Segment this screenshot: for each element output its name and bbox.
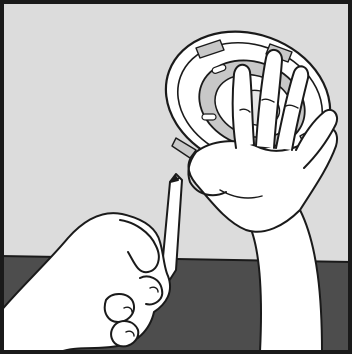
installation-illustration xyxy=(0,0,352,354)
illustration-canvas xyxy=(0,0,352,354)
